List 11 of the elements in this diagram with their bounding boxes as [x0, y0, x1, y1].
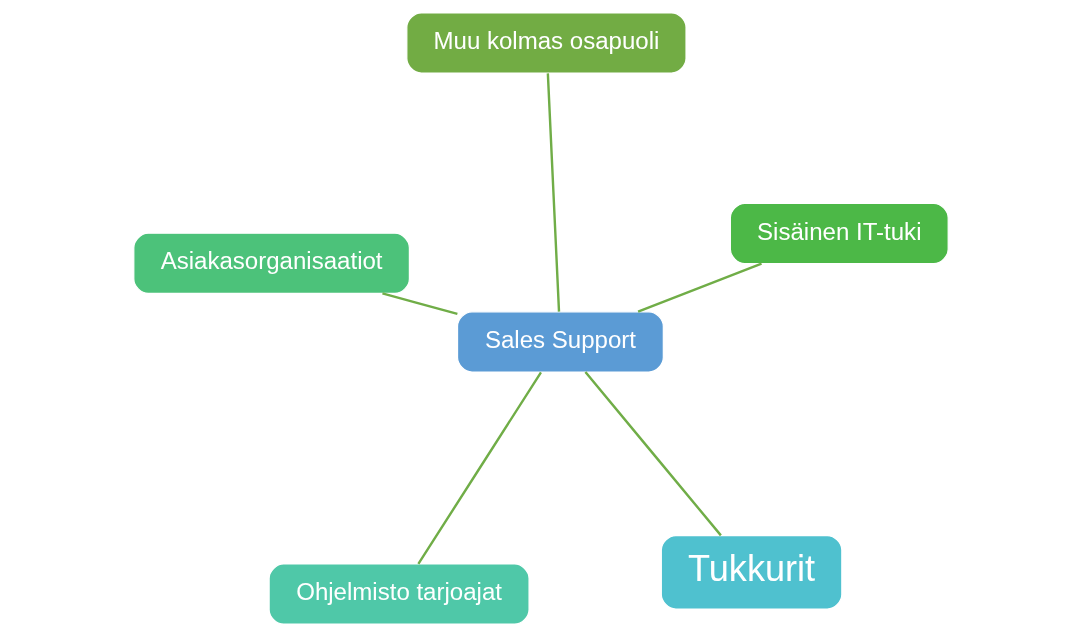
node-box: Sales Support	[456, 311, 664, 373]
connector	[416, 371, 542, 565]
node-box: Sisäinen IT-tuki	[729, 202, 949, 265]
node-box: Muu kolmas osapuoli	[405, 12, 687, 74]
connector	[546, 73, 560, 312]
connector	[584, 371, 722, 537]
node-box: Ohjelmisto tarjoajat	[268, 563, 530, 625]
node-box: Asiakasorganisaatiot	[132, 232, 410, 294]
connector	[381, 292, 458, 316]
connector	[637, 262, 762, 313]
node-box: Tukkurit	[660, 535, 842, 610]
